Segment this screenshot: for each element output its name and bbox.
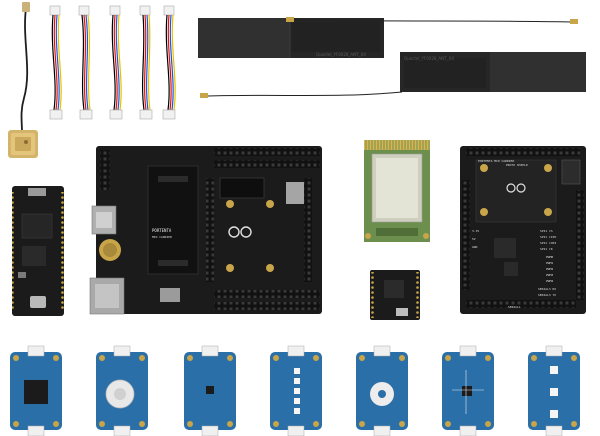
proto-shield-board: PORTENTA MID CARRIER PROTO SHIELD 3.3V 5… <box>460 146 586 314</box>
antenna-label-2: Quectel_YF0028_ANT_XX <box>404 56 454 61</box>
carrier-name-1: PORTENTA <box>152 228 172 233</box>
proto-pin-serial1: SERIAL1 <box>508 305 521 309</box>
proto-pin-spi1-copi: SPI1 COPI <box>540 241 556 245</box>
cellular-module <box>364 140 430 242</box>
proto-pin-serial3-rx: SERIAL3 RX <box>538 287 556 291</box>
proto-pin-spi1-cs: SPI1 CS <box>540 229 553 233</box>
qwiic-cable-2 <box>78 5 93 120</box>
proto-pin-pwm0: PWM0 <box>546 255 553 259</box>
proto-name-1: PORTENTA MID CARRIER <box>478 159 514 163</box>
proto-pin-pwm4: PWM4 <box>546 279 553 283</box>
qwiic-cable-1 <box>49 5 63 120</box>
qwiic-cable-5 <box>162 5 176 120</box>
proto-pin-pwm1: PWM1 <box>546 261 553 265</box>
proto-name-2: PROTO SHIELD <box>506 163 528 167</box>
qwiic-cable-3 <box>109 5 123 120</box>
modulino-board-3 <box>184 345 236 436</box>
proto-pin-gnd: GND <box>472 245 478 249</box>
modulino-board-1 <box>10 345 62 436</box>
proto-pin-spi1-ck: SPI1 CK <box>540 247 553 251</box>
proto-pin-5v: 5V <box>472 237 476 241</box>
qwiic-cable-4 <box>139 5 153 120</box>
portenta-board <box>12 186 64 316</box>
proto-pin-pwm3: PWM3 <box>546 273 553 277</box>
carrier-name-2: MID CARRIER <box>152 235 172 239</box>
proto-pin-serial3-tx: SERIAL3 TX <box>538 293 556 297</box>
mid-carrier-board: PORTENTA MID CARRIER <box>89 146 322 315</box>
arduino-infinity-logo-icon <box>506 183 526 193</box>
flat-antenna-2: Quectel_YF0028_ANT_XX <box>200 52 586 98</box>
antenna-label-1: Quectel_YF0028_ANT_XX <box>316 52 366 57</box>
arduino-infinity-logo-icon <box>228 226 252 238</box>
proto-pin-3v3: 3.3V <box>472 229 479 233</box>
modulino-board-4 <box>270 345 322 436</box>
modulino-board-2 <box>96 345 148 436</box>
small-black-board <box>370 270 420 320</box>
flat-antenna-1: Quectel_YF0028_ANT_XX <box>198 17 578 58</box>
proto-pin-spi1-cipo: SPI1 CIPO <box>540 235 556 239</box>
modulino-row <box>10 345 580 436</box>
proto-pin-pwm2: PWM2 <box>546 267 553 271</box>
modulino-board-7 <box>528 345 580 436</box>
gps-antenna <box>8 2 38 158</box>
modulino-board-6 <box>442 345 494 436</box>
modulino-board-5 <box>356 345 408 436</box>
qwiic-cables <box>49 5 176 120</box>
